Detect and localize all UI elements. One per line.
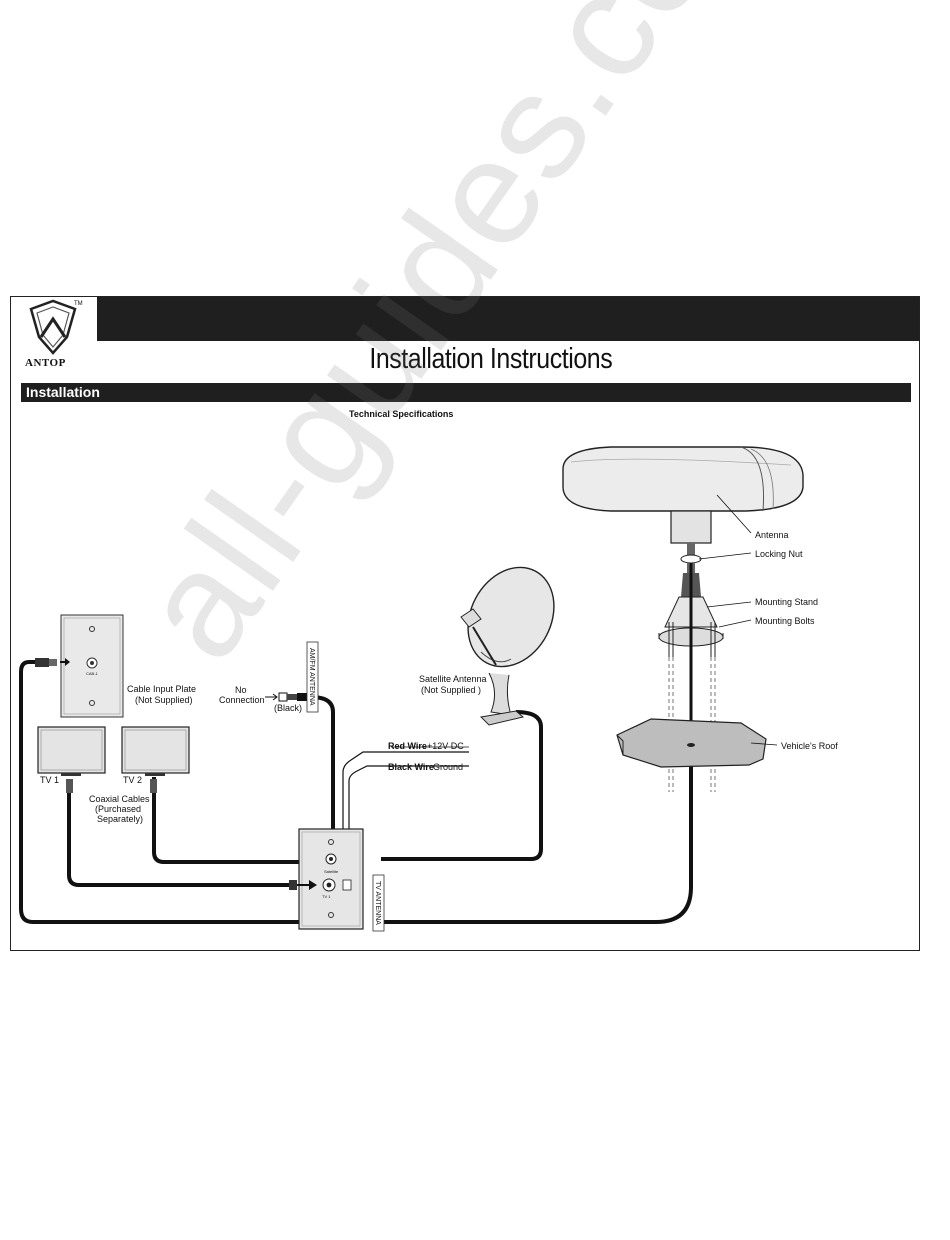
satellite-dish (460, 566, 555, 726)
plate-cab-label: CAB-1 (86, 671, 99, 676)
diagram-subtitle: Technical Specifications (349, 409, 454, 419)
section-heading: Installation (21, 383, 911, 402)
label-tv1: TV 1 (40, 775, 59, 785)
header-bar (97, 297, 919, 341)
leader-lines (391, 494, 778, 748)
label-cable-input-plate: Cable Input Plate (127, 684, 196, 694)
label-tv2: TV 2 (123, 775, 142, 785)
installation-diagram: CAB-1 (19, 446, 838, 932)
label-black-wire-value: Ground (433, 762, 463, 772)
label-tv-antenna: TV ANTENNA (374, 881, 381, 925)
trademark-mark: TM (74, 301, 83, 307)
label-coaxial-separately: Separately) (97, 814, 143, 824)
tv-1 (37, 726, 106, 793)
label-vehicles-roof: Vehicle's Roof (781, 741, 838, 751)
tv-2 (121, 726, 190, 793)
brand-logo: TM ANTOP (11, 297, 97, 371)
tv-wall-plate: Satellite TV 1 (289, 828, 385, 932)
label-coaxial-cables: Coaxial Cables (89, 794, 150, 804)
label-red-wire: Red Wire (388, 741, 427, 751)
label-red-wire-value: +12V DC (427, 741, 464, 751)
instruction-page: TM ANTOP Installation Instructions Insta… (10, 296, 920, 951)
label-no: No (235, 685, 247, 695)
label-mounting-bolts: Mounting Bolts (755, 616, 815, 626)
cable-input-plate: CAB-1 (35, 614, 124, 718)
power-wires (342, 751, 469, 835)
brand-name: ANTOP (25, 357, 66, 369)
label-satellite-antenna: Satellite Antenna (419, 674, 487, 684)
wallplate-satellite-label: Satellite (324, 869, 339, 874)
tv-antenna-unit (562, 446, 804, 792)
label-mounting-stand: Mounting Stand (755, 597, 818, 607)
label-am-fm-antenna: AM/FM ANTENNA (308, 648, 315, 706)
shield-logo-icon (29, 299, 77, 355)
label-antenna: Antenna (755, 530, 789, 540)
label-connection: Connection (219, 695, 265, 705)
label-locking-nut: Locking Nut (755, 549, 803, 559)
label-cable-input-not-supplied: (Not Supplied) (135, 695, 193, 705)
label-black-wire: Black Wire (388, 762, 434, 772)
label-satellite-not-supplied: (Not Supplied ) (421, 685, 481, 695)
am-fm-connector (265, 641, 319, 713)
label-black: (Black) (274, 703, 302, 713)
label-coaxial-purchased: (Purchased (95, 804, 141, 814)
page-title: Installation Instructions (369, 343, 613, 375)
wallplate-tv1-label: TV 1 (322, 894, 331, 899)
